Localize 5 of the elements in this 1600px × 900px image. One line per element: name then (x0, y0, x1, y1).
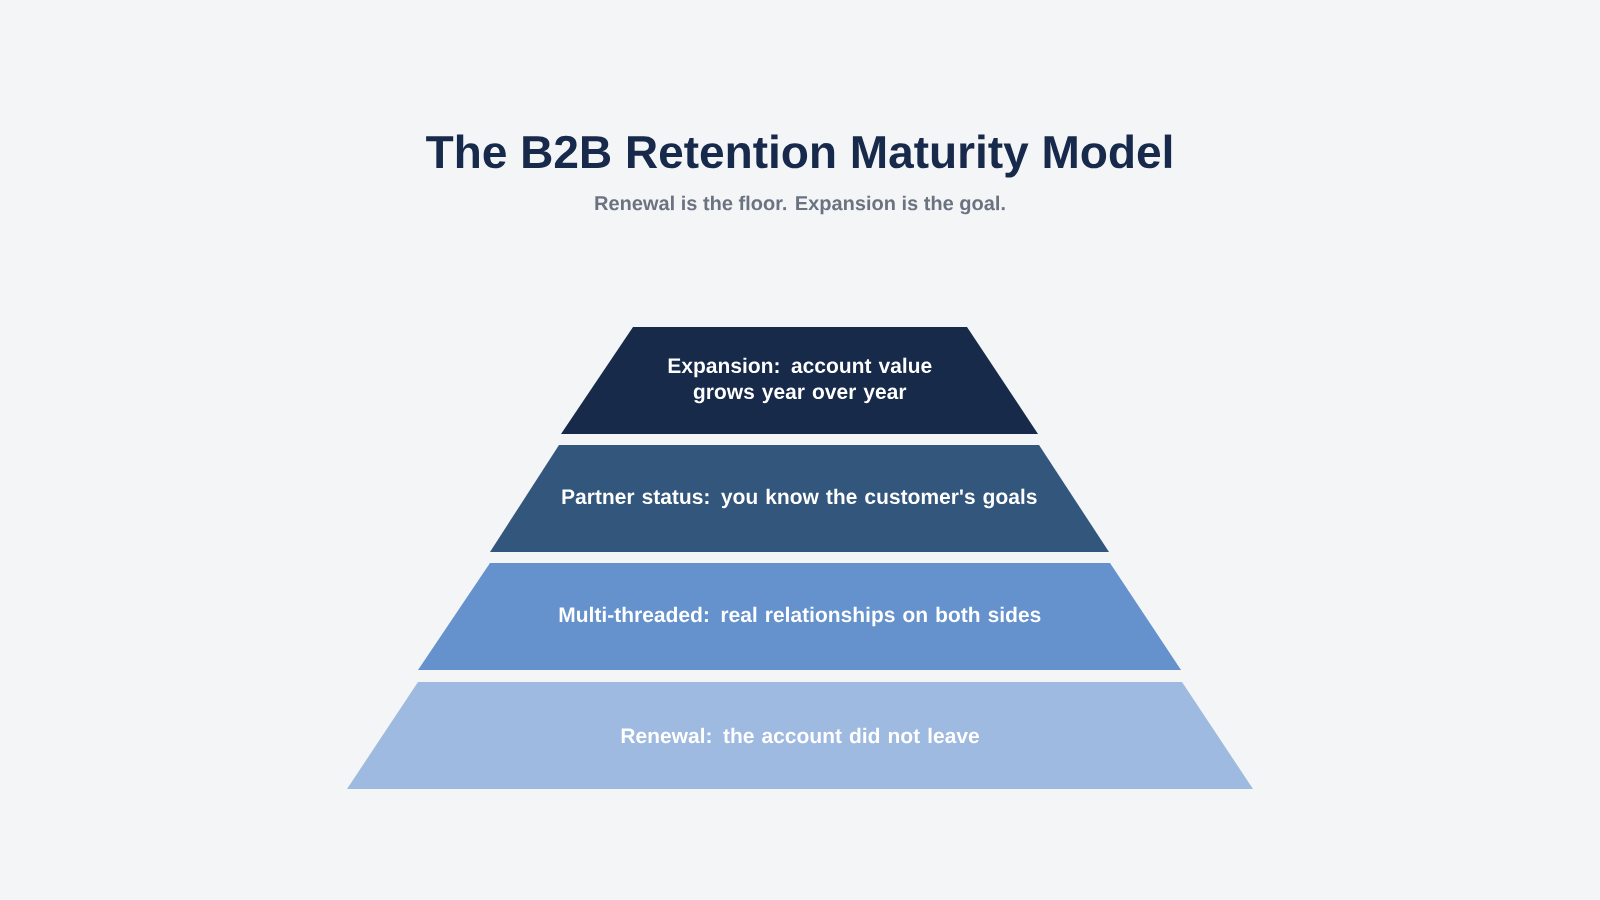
subtitle: Renewal is the floor. Expansion is the goal. (595, 195, 1005, 215)
pyramid-tier: Renewal: the account did not leave (347, 682, 1253, 789)
pyramid-tier: Expansion: account value grows year over year (561, 327, 1038, 434)
pyramid-tier: Partner status: you know the customer's goals (490, 445, 1109, 552)
title: The B2B Retention Maturity Model (426, 134, 1172, 178)
